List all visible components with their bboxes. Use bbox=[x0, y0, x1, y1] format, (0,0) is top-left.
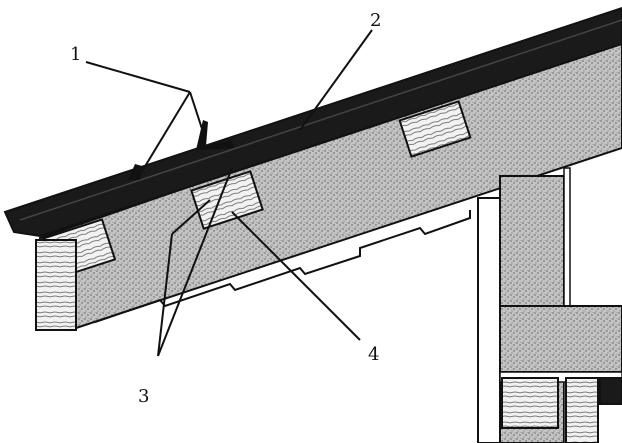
leader-4 bbox=[231, 211, 361, 341]
bottom-timber-blocks bbox=[501, 377, 622, 443]
leader-lines bbox=[85, 29, 373, 357]
callout-label-3: 3 bbox=[138, 386, 149, 407]
leader-1c bbox=[189, 91, 206, 139]
leader-3b bbox=[171, 199, 211, 235]
leader-3a bbox=[157, 233, 173, 357]
leader-1b bbox=[137, 91, 191, 179]
underside-battens bbox=[94, 210, 471, 323]
callout-label-4: 4 bbox=[368, 344, 379, 365]
top-timber-blocks bbox=[41, 100, 472, 280]
leader-2 bbox=[299, 29, 373, 131]
tile-highlight bbox=[19, 19, 622, 221]
leader-3c bbox=[157, 167, 233, 357]
eaves-timber bbox=[35, 239, 77, 331]
callout-label-2: 2 bbox=[370, 10, 381, 31]
callout-label-1: 1 bbox=[70, 44, 81, 65]
leader-1a bbox=[85, 61, 191, 93]
ceiling-joist bbox=[499, 305, 622, 383]
